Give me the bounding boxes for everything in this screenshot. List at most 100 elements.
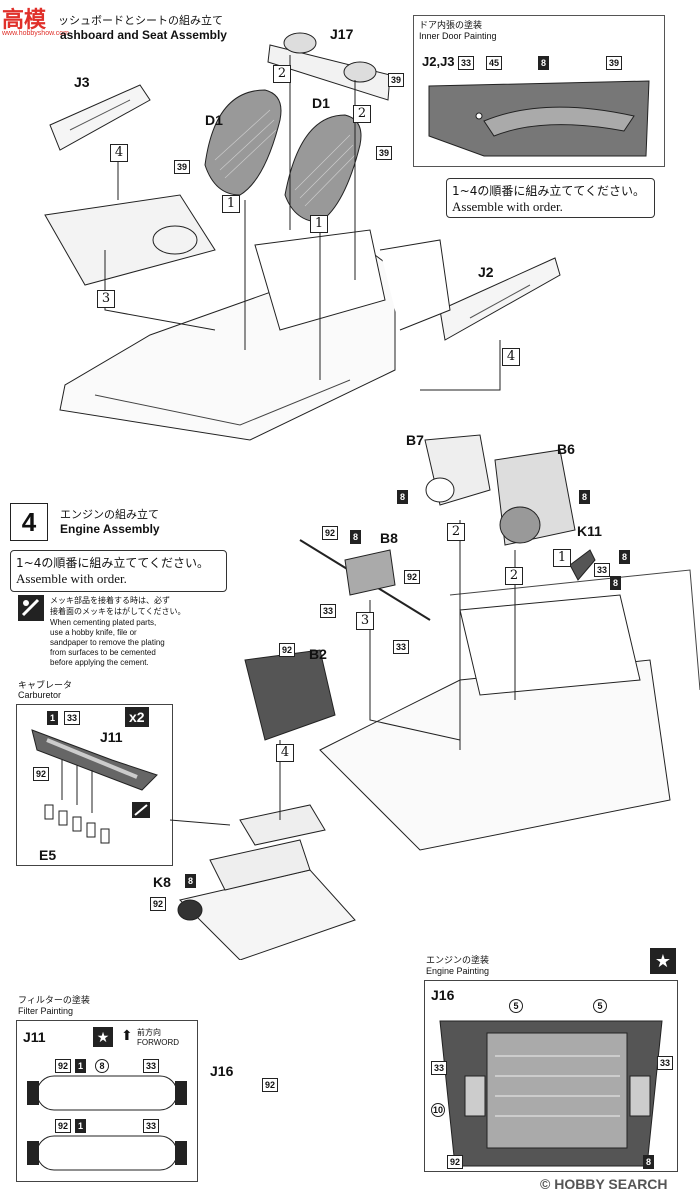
engine-paint-code-92: 92: [447, 1155, 464, 1169]
inner-door-title-jp: ドア内張の塗装: [419, 21, 483, 31]
engine-code-92-d: 92: [150, 897, 167, 911]
engine-paint-code-10: 10: [431, 1103, 445, 1117]
carburetor-multiplier: x2: [125, 707, 149, 727]
plating-warning-jp-1: メッキ部品を接着する時は、必ず: [50, 596, 170, 605]
filter-row2-code-1: 1: [75, 1119, 87, 1133]
forward-label-jp: 前方向: [137, 1028, 161, 1037]
part-label-d1-left: D1: [205, 112, 223, 128]
hobby-search-watermark: © HOBBY SEARCH: [540, 1176, 668, 1192]
engine-painting-title-jp: エンジンの塗装: [426, 956, 490, 966]
plating-warning-en-4: from surfaces to be cemented: [50, 648, 156, 657]
step-badge-2b: 2: [353, 105, 371, 123]
inner-door-painting-panel: ドア内張の塗装 Inner Door Painting J2,J3 33 45 …: [413, 15, 665, 167]
engine-code-8-a: 8: [397, 490, 409, 504]
filter-illustration: [27, 1075, 187, 1171]
engine-code-8-c: 8: [619, 550, 631, 564]
engine-code-92-b: 92: [404, 570, 421, 584]
watermark-site: www.hobbyshow.com: [2, 30, 69, 37]
order-note-2-en: Assemble with order.: [16, 571, 127, 586]
engine-painting-star-icon: ★: [650, 948, 676, 974]
order-note-1-jp: 1~4の順番に組み立ててください。: [452, 184, 645, 198]
engine-paint-code-8: 8: [643, 1155, 655, 1169]
step-badge-2a: 2: [273, 65, 291, 83]
plating-warning-en-2: use a hobby knife, file or: [50, 628, 137, 637]
forward-label-en: FORWORD: [137, 1038, 180, 1047]
engine-code-8-b: 8: [579, 490, 591, 504]
engine-painting-title-en: Engine Painting: [426, 966, 490, 976]
carburetor-code-33: 33: [64, 711, 81, 725]
engine-code-92-c: 92: [279, 643, 296, 657]
engine-step-2b: 2: [505, 567, 523, 585]
engine-assembly-diagram: [169, 434, 700, 960]
plating-warning-en-5: before applying the cement.: [50, 658, 149, 667]
carburetor-code-1: 1: [47, 711, 59, 725]
inner-door-illustration: [428, 80, 650, 157]
inner-door-code-39: 39: [606, 56, 623, 70]
engine-code-33-a: 33: [594, 563, 611, 577]
paint-star-icon: ★: [93, 1027, 113, 1047]
engine-paint-code-33-a: 33: [431, 1061, 448, 1075]
inner-door-code-8: 8: [538, 56, 550, 70]
filter-painting-panel: J11 ★ ⬆ 前方向 FORWORD 92 1 8 33 92 1 33: [16, 1020, 198, 1182]
section4-title-jp: エンジンの組み立て: [60, 508, 159, 521]
watermark-char-b: 模: [24, 8, 47, 33]
part-label-j3: J3: [74, 74, 90, 90]
carburetor-code-92: 92: [33, 767, 50, 781]
engine-code-92-a: 92: [322, 526, 339, 540]
section3-title-jp: ッシュボードとシートの組み立て: [58, 14, 223, 27]
part-label-k11: K11: [577, 523, 602, 539]
filter-row1-code-92: 92: [55, 1059, 72, 1073]
order-note-1-en: Assemble with order.: [452, 199, 563, 214]
engine-step-3: 3: [356, 612, 374, 630]
plating-warning-en-1: When cementing plated parts,: [50, 618, 157, 627]
carburetor-panel: 1 33 92 J11 x2 E5: [16, 704, 173, 866]
step-badge-4b: 4: [502, 348, 520, 366]
copyright-mark: ©: [540, 1176, 551, 1192]
color-code-39-b: 39: [174, 160, 191, 174]
engine-code-33-c: 33: [393, 640, 410, 654]
engine-paint-code-33-b: 33: [657, 1056, 674, 1070]
part-label-b6: B6: [557, 441, 575, 457]
section3-title-en: ashboard and Seat Assembly: [60, 28, 227, 42]
brand-text: HOBBY SEARCH: [554, 1176, 668, 1192]
inner-door-code-33: 33: [458, 56, 475, 70]
plating-warning-icon: [18, 595, 44, 621]
plating-warning-jp-2: 接着面のメッキをはがしてください。: [50, 607, 186, 616]
watermark: 高模 www.hobbyshow.com: [2, 2, 69, 37]
assembly-order-note-2: 1~4の順番に組み立ててください。 Assemble with order.: [10, 550, 227, 592]
engine-step-2a: 2: [447, 523, 465, 541]
seat-assembly-diagram: [44, 32, 561, 441]
engine-code-8-e: 8: [350, 530, 362, 544]
engine-code-92-e: 92: [262, 1078, 279, 1092]
engine-step-4: 4: [276, 744, 294, 762]
engine-painting-illustration: [439, 1020, 663, 1167]
step-badge-3: 3: [97, 290, 115, 308]
part-label-j16: J16: [210, 1063, 234, 1079]
part-label-b7: B7: [406, 432, 424, 448]
engine-code-33-b: 33: [320, 604, 337, 618]
carburetor-title-en: Carburetor: [18, 690, 62, 700]
section4-header: 4: [10, 503, 48, 541]
step-badge-1a: 1: [222, 195, 240, 213]
inner-door-part: J2,J3: [422, 54, 455, 69]
assembly-order-note-1: 1~4の順番に組み立ててください。 Assemble with order.: [446, 178, 655, 218]
engine-code-8-d: 8: [610, 576, 622, 590]
part-label-d1-right: D1: [312, 95, 330, 111]
filter-title-en: Filter Painting: [18, 1006, 74, 1016]
color-code-39-a: 39: [388, 73, 405, 87]
engine-step-1: 1: [553, 549, 571, 567]
engine-painting-panel: J16 5 5 33 33 10 92 8: [424, 980, 678, 1172]
engine-paint-code-5-a: 5: [509, 999, 523, 1013]
section4-number: 4: [10, 503, 48, 541]
section4-title-en: Engine Assembly: [60, 522, 160, 536]
carburetor-part-j11: J11: [100, 729, 123, 745]
filter-row1-code-33: 33: [143, 1059, 160, 1073]
order-note-2-jp: 1~4の順番に組み立ててください。: [16, 556, 209, 570]
inner-door-title-en: Inner Door Painting: [419, 31, 497, 41]
filter-row1-code-8: 8: [95, 1059, 109, 1073]
engine-code-8-f: 8: [185, 874, 197, 888]
carburetor-illustration: [31, 729, 158, 844]
plating-warning-en-3: sandpaper to remove the plating: [50, 638, 165, 647]
color-code-39-c: 39: [376, 146, 393, 160]
filter-title-jp: フィルターの塗装: [18, 996, 90, 1006]
